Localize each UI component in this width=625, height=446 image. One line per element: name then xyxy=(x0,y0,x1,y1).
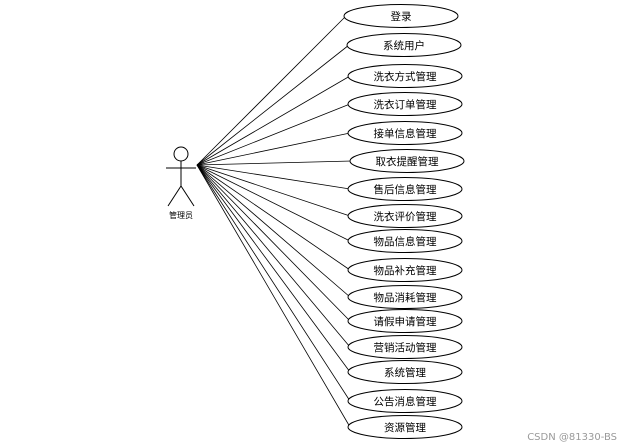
association-line xyxy=(196,164,351,271)
association-line xyxy=(196,164,351,322)
actor-left-leg xyxy=(167,185,182,207)
association-line xyxy=(196,75,351,166)
association-line xyxy=(196,164,351,402)
use-case: 洗衣评价管理 xyxy=(347,204,463,228)
use-case-label: 物品消耗管理 xyxy=(374,291,437,304)
use-case-ellipse xyxy=(347,415,463,439)
use-case-label: 登录 xyxy=(391,10,412,23)
use-case-ellipse xyxy=(347,360,463,384)
use-case-label: 接单信息管理 xyxy=(374,127,437,140)
use-case: 请假申请管理 xyxy=(347,309,463,333)
actor-head xyxy=(173,146,189,162)
actor-admin: 管理员 xyxy=(166,146,196,220)
use-case-label: 系统管理 xyxy=(384,366,426,379)
use-case-ellipse xyxy=(347,177,463,201)
use-case-ellipse xyxy=(349,149,465,173)
use-case-ellipse xyxy=(347,389,463,413)
association-line xyxy=(196,44,350,166)
actor-right-leg xyxy=(180,185,195,207)
use-case-label: 洗衣订单管理 xyxy=(374,98,437,111)
use-case-ellipse xyxy=(347,309,463,333)
use-case-ellipse xyxy=(347,121,463,145)
association-line xyxy=(196,164,351,373)
watermark: CSDN @81330-BS xyxy=(527,432,617,443)
use-case-ellipse xyxy=(347,229,463,253)
use-case-list: 登录系统用户洗衣方式管理洗衣订单管理接单信息管理取衣提醒管理售后信息管理洗衣评价… xyxy=(343,4,465,439)
use-case: 系统管理 xyxy=(347,360,463,384)
use-case: 系统用户 xyxy=(346,33,462,57)
use-case-label: 售后信息管理 xyxy=(374,183,437,196)
use-case: 洗衣订单管理 xyxy=(347,92,463,116)
use-case: 接单信息管理 xyxy=(347,121,463,145)
use-case-label: 物品信息管理 xyxy=(374,235,437,248)
use-case: 取衣提醒管理 xyxy=(349,149,465,173)
association-line xyxy=(196,164,351,242)
association-line xyxy=(196,160,353,166)
association-lines xyxy=(196,15,353,428)
use-case-ellipse xyxy=(343,4,459,28)
actor-label: 管理员 xyxy=(169,210,193,220)
use-case-label: 营销活动管理 xyxy=(374,341,437,354)
use-case-ellipse xyxy=(346,33,462,57)
use-case-label: 洗衣方式管理 xyxy=(374,70,437,83)
use-case-label: 请假申请管理 xyxy=(374,315,437,328)
use-case-ellipse xyxy=(347,204,463,228)
use-case: 营销活动管理 xyxy=(347,335,463,359)
use-case-label: 资源管理 xyxy=(384,421,426,434)
association-line xyxy=(196,164,351,217)
association-line xyxy=(196,164,351,428)
use-case: 公告消息管理 xyxy=(347,389,463,413)
use-case-ellipse xyxy=(347,258,463,282)
association-line xyxy=(196,164,351,348)
association-line xyxy=(196,15,347,166)
use-case: 资源管理 xyxy=(347,415,463,439)
use-case-ellipse xyxy=(347,64,463,88)
use-case: 售后信息管理 xyxy=(347,177,463,201)
use-case: 物品消耗管理 xyxy=(347,285,463,309)
use-case-label: 系统用户 xyxy=(383,39,425,52)
use-case-ellipse xyxy=(347,285,463,309)
use-case-ellipse xyxy=(347,92,463,116)
use-case: 物品信息管理 xyxy=(347,229,463,253)
use-case-label: 物品补充管理 xyxy=(374,264,437,277)
association-line xyxy=(196,132,351,166)
association-line xyxy=(196,103,351,166)
use-case: 登录 xyxy=(343,4,459,28)
use-case: 物品补充管理 xyxy=(347,258,463,282)
use-case-label: 公告消息管理 xyxy=(374,395,437,408)
use-case-label: 取衣提醒管理 xyxy=(376,155,439,168)
use-case: 洗衣方式管理 xyxy=(347,64,463,88)
use-case-label: 洗衣评价管理 xyxy=(374,210,437,223)
association-line xyxy=(196,164,351,298)
association-line xyxy=(196,164,351,190)
use-case-ellipse xyxy=(347,335,463,359)
